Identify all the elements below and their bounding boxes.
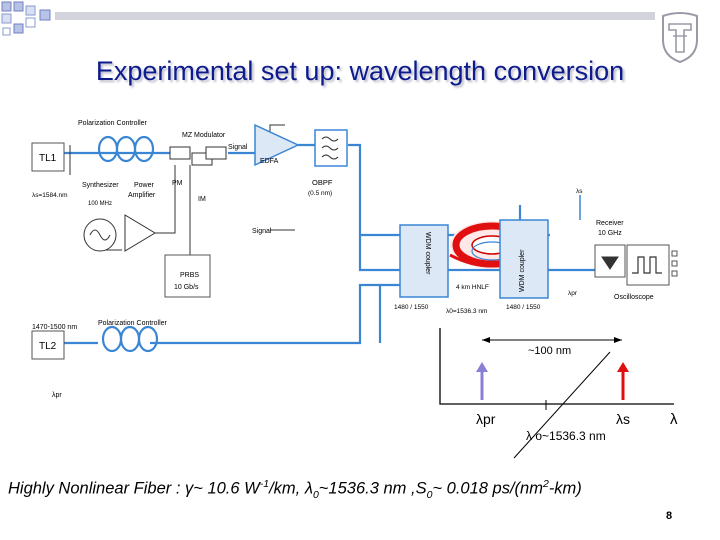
edfa-icon <box>254 123 300 167</box>
span-label: ~100 nm <box>528 345 571 357</box>
mz-modulator-label: MZ Modulator <box>182 132 226 139</box>
im-label: IM <box>198 196 206 203</box>
tl2-range-label: 1470-1500 nm <box>32 324 77 331</box>
tl1-box <box>31 142 65 172</box>
slide-title: Experimental set up: wavelength conversi… <box>95 56 625 86</box>
lambda-s-small-label: λs <box>576 188 583 195</box>
synthesizer-label: Synthesizer <box>82 182 119 189</box>
signal-bottom-label: Signal <box>252 228 272 235</box>
lambda-pr-label: λpr <box>476 411 496 427</box>
edfa-label: EDFA <box>260 158 279 165</box>
footer-w-exp: -1 <box>259 478 270 490</box>
oscilloscope-label: Oscilloscope <box>614 294 654 301</box>
pol-ctrl-2-label: Polarization Controller <box>98 320 168 327</box>
pol-controller-2-icon <box>101 325 159 353</box>
tl2-box <box>31 330 65 360</box>
lambda0-label: λ o~1536.3 nm <box>526 429 606 443</box>
pol-controller-1-icon <box>97 135 155 163</box>
footer-part3: ~1536.3 nm ,S <box>318 479 427 498</box>
prbs-label-1: PRBS <box>180 272 199 279</box>
tl1-label: TL1 <box>39 153 57 164</box>
wl-left-label: 1480 / 1550 <box>394 304 429 311</box>
page-number: 8 <box>666 510 673 522</box>
mz-modulator-icon <box>169 146 227 166</box>
wdm-coupler-left <box>399 224 449 298</box>
setup-diagram: TL1 λs=1584.nm Polarization Controller M… <box>31 120 678 399</box>
wl-right-label: 1480 / 1550 <box>506 304 541 311</box>
lambda-s-label: λs <box>616 411 630 427</box>
obpf-label: OBPF <box>312 178 333 187</box>
power-amp-label-2: Amplifier <box>128 192 156 199</box>
footer-part2: /km, λ <box>269 479 313 498</box>
technion-logo-icon <box>662 12 698 64</box>
dispersion-line <box>513 351 611 459</box>
top-grey-bar <box>55 12 655 20</box>
power-amp-label-1: Power <box>134 182 155 189</box>
footer-l0-sub: 0 <box>312 488 319 501</box>
lambda-pr-arrowhead <box>476 362 488 372</box>
wdm-coupler-right <box>499 219 549 299</box>
hnlf-lambda-label: λ0=1536.3 nm <box>446 308 487 315</box>
footer-s0-sub: 0 <box>426 488 433 501</box>
obpf-bw-label: (0.5 nm) <box>308 190 332 197</box>
oscilloscope-icon <box>626 244 670 286</box>
spectrum-diagram: ~100 nm λpr λs λ o~1536.3 nm λ <box>439 328 678 459</box>
footer-nm-exp: 2 <box>542 478 549 490</box>
pm-label: PM <box>172 180 183 187</box>
lambda-s-arrowhead <box>617 362 629 372</box>
lambda-pr-small-label: λpr <box>568 290 578 297</box>
receiver-label-1: Receiver <box>596 220 624 227</box>
hnlf-label: 4 km HNLF <box>456 284 489 291</box>
synth-freq-label: 100 MHz <box>88 201 112 207</box>
tl2-label: TL2 <box>39 341 57 352</box>
footer-part4: ~ 0.018 ps/(nm <box>432 479 543 498</box>
footer-prefix: Highly Nonlinear Fiber : γ~ 10.6 W <box>8 479 260 498</box>
spectrum-axes <box>439 328 674 405</box>
prbs-box <box>164 254 211 298</box>
receiver-label-2: 10 GHz <box>598 230 622 237</box>
wdm-right-label: WDM coupler <box>519 249 526 292</box>
tl2-lambda-label: λpr <box>52 392 62 399</box>
wdm-left-label: WDM coupler <box>424 232 431 275</box>
tl1-lambda-label: λs=1584.nm <box>32 192 68 199</box>
power-amplifier-icon <box>124 214 156 252</box>
footer-part5: -km) <box>548 479 582 498</box>
prbs-label-2: 10 Gb/s <box>174 284 199 291</box>
hnlf-parameters: Highly Nonlinear Fiber : γ~ 10.6 W-1/km,… <box>8 478 582 501</box>
obpf-icon <box>314 129 348 167</box>
pol-ctrl-1-label: Polarization Controller <box>78 120 148 127</box>
lambda-axis-label: λ <box>670 411 678 428</box>
signal-top-label: Signal <box>228 144 248 151</box>
